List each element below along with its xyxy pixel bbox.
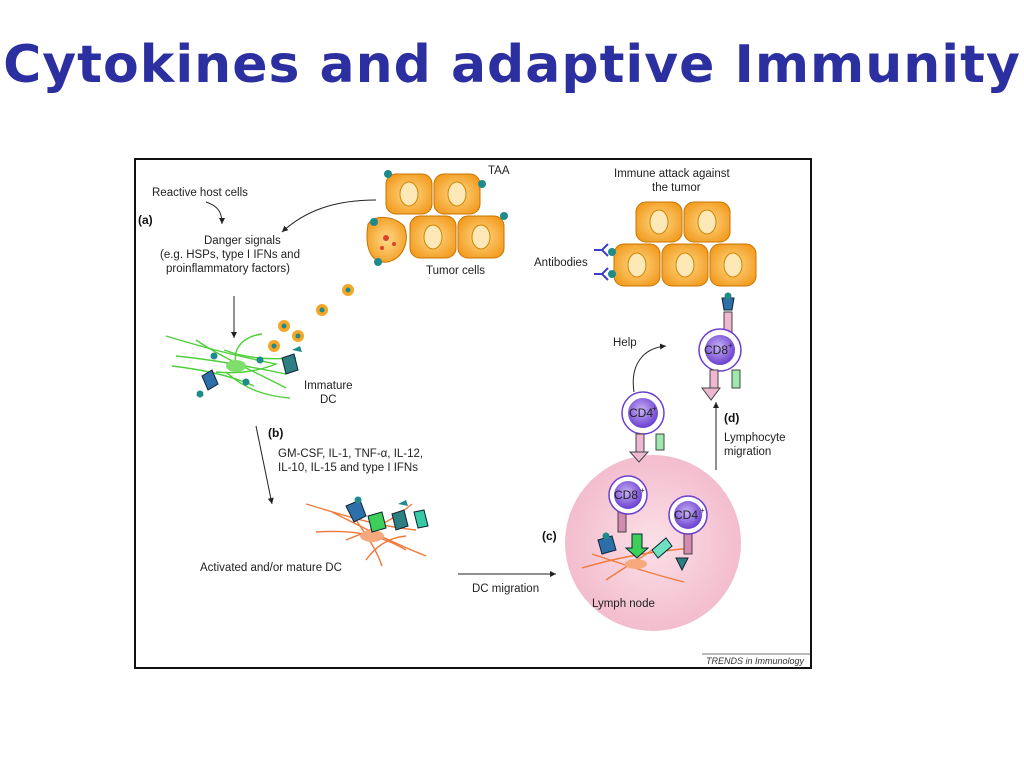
cd4-helper-plus: + (652, 404, 657, 413)
panel-b-label: (b) (268, 426, 283, 440)
figure-frame: (a) Reactive host cells Danger signals (… (134, 158, 812, 669)
mature-dc (305, 503, 427, 567)
cd8-effector-cell (698, 292, 742, 401)
lymphocyte-migration-label: Lymphocyte (724, 432, 786, 444)
tumor-to-danger-arrow (281, 199, 377, 233)
immature-dc-receptors (196, 346, 302, 398)
panel-c-label: (c) (542, 529, 557, 543)
host-to-danger-arrow (205, 201, 225, 225)
lymph-node-cd4-label: CD4 (674, 508, 698, 522)
antibodies-label: Antibodies (534, 257, 588, 269)
antigen-fragments (268, 284, 354, 352)
lymphocyte-migration-label-2: migration (724, 446, 771, 458)
tumor-cells-left (366, 170, 508, 266)
immature-dc-label: Immature (304, 380, 353, 392)
lymph-node-cd8-cell (608, 475, 648, 533)
slide-title: Cytokines and adaptive Immunity (3, 35, 1021, 95)
danger-signals-label: Danger signals (204, 235, 281, 247)
immune-attack-label-2: the tumor (652, 182, 701, 194)
lymph-node-label: Lymph node (592, 598, 655, 610)
immature-dc-label-2: DC (320, 394, 337, 406)
source-credit: TRENDS in Immunology (706, 656, 805, 666)
mature-dc-receptors (345, 496, 429, 533)
help-arrow (632, 343, 667, 393)
lymph-node-receptors (597, 532, 689, 572)
lymph-node-cd4-cell (668, 495, 708, 555)
reactive-host-cells-label: Reactive host cells (152, 187, 248, 199)
danger-signals-examples: (e.g. HSPs, type I IFNs and (160, 249, 300, 261)
antibody-icons (594, 243, 609, 281)
dc-migration-label: DC migration (472, 583, 539, 595)
lymph-node-cd8-label: CD8 (614, 488, 638, 502)
activated-dc-label: Activated and/or mature DC (200, 562, 342, 574)
maturation-arrow (255, 425, 274, 505)
cd4-helper-cell (621, 391, 665, 463)
lymph-node-cd8-plus: + (640, 486, 645, 495)
cd8-effector-plus: + (728, 341, 733, 350)
cd8-effector-label: CD8 (704, 343, 728, 357)
danger-signals-factors: proinflammatory factors) (166, 263, 290, 275)
tumor-cells-label: Tumor cells (426, 265, 485, 277)
cytokines-label-2: IL-10, IL-15 and type I IFNs (278, 462, 418, 474)
taa-label: TAA (488, 165, 510, 177)
panel-d-label: (d) (724, 411, 739, 425)
immune-attack-label: Immune attack against (614, 168, 731, 180)
immunity-diagram: (a) Reactive host cells Danger signals (… (138, 165, 810, 666)
cytokines-label: GM-CSF, IL-1, TNF-α, IL-12, (278, 448, 423, 460)
lymph-node-cd4-plus: + (700, 506, 705, 515)
tumor-cells-right (608, 201, 757, 287)
help-label: Help (613, 337, 637, 349)
panel-a-label: (a) (138, 213, 153, 227)
cd4-helper-label: CD4 (629, 406, 653, 420)
